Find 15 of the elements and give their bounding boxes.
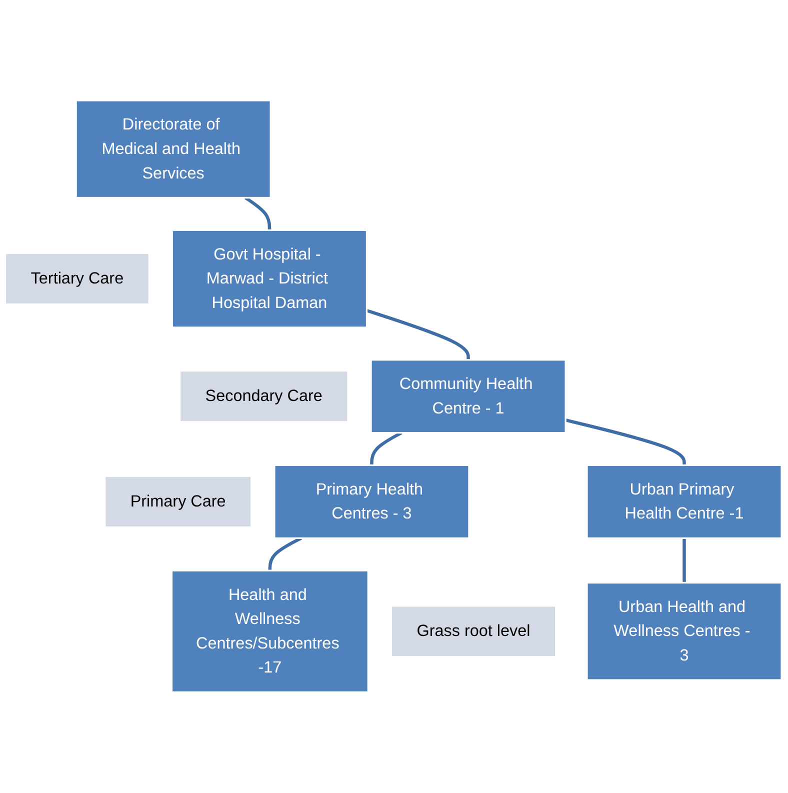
node-box: Grass root level xyxy=(392,606,555,656)
node-box: Urban Primary Health Centre -1 xyxy=(586,464,782,540)
node-box: Govt Hospital - Marwad - District Hospital Daman xyxy=(171,230,368,328)
connector xyxy=(682,538,686,583)
node-box: Secondary Care xyxy=(180,372,348,422)
connector xyxy=(268,536,302,571)
connector xyxy=(244,196,272,230)
node-box: Primary Care xyxy=(106,477,251,527)
node-box: Directorate of Medical and Health Services xyxy=(75,100,272,199)
node-box: Urban Health and Wellness Centres - 3 xyxy=(586,582,782,681)
node-box: Tertiary Care xyxy=(6,254,148,304)
node-box: Primary Health Centres - 3 xyxy=(274,464,470,540)
node-box: Community Health Centre - 1 xyxy=(370,359,566,434)
connector xyxy=(370,432,402,466)
node-box: Health and Wellness Centres/Subcentres -17 xyxy=(170,570,369,694)
